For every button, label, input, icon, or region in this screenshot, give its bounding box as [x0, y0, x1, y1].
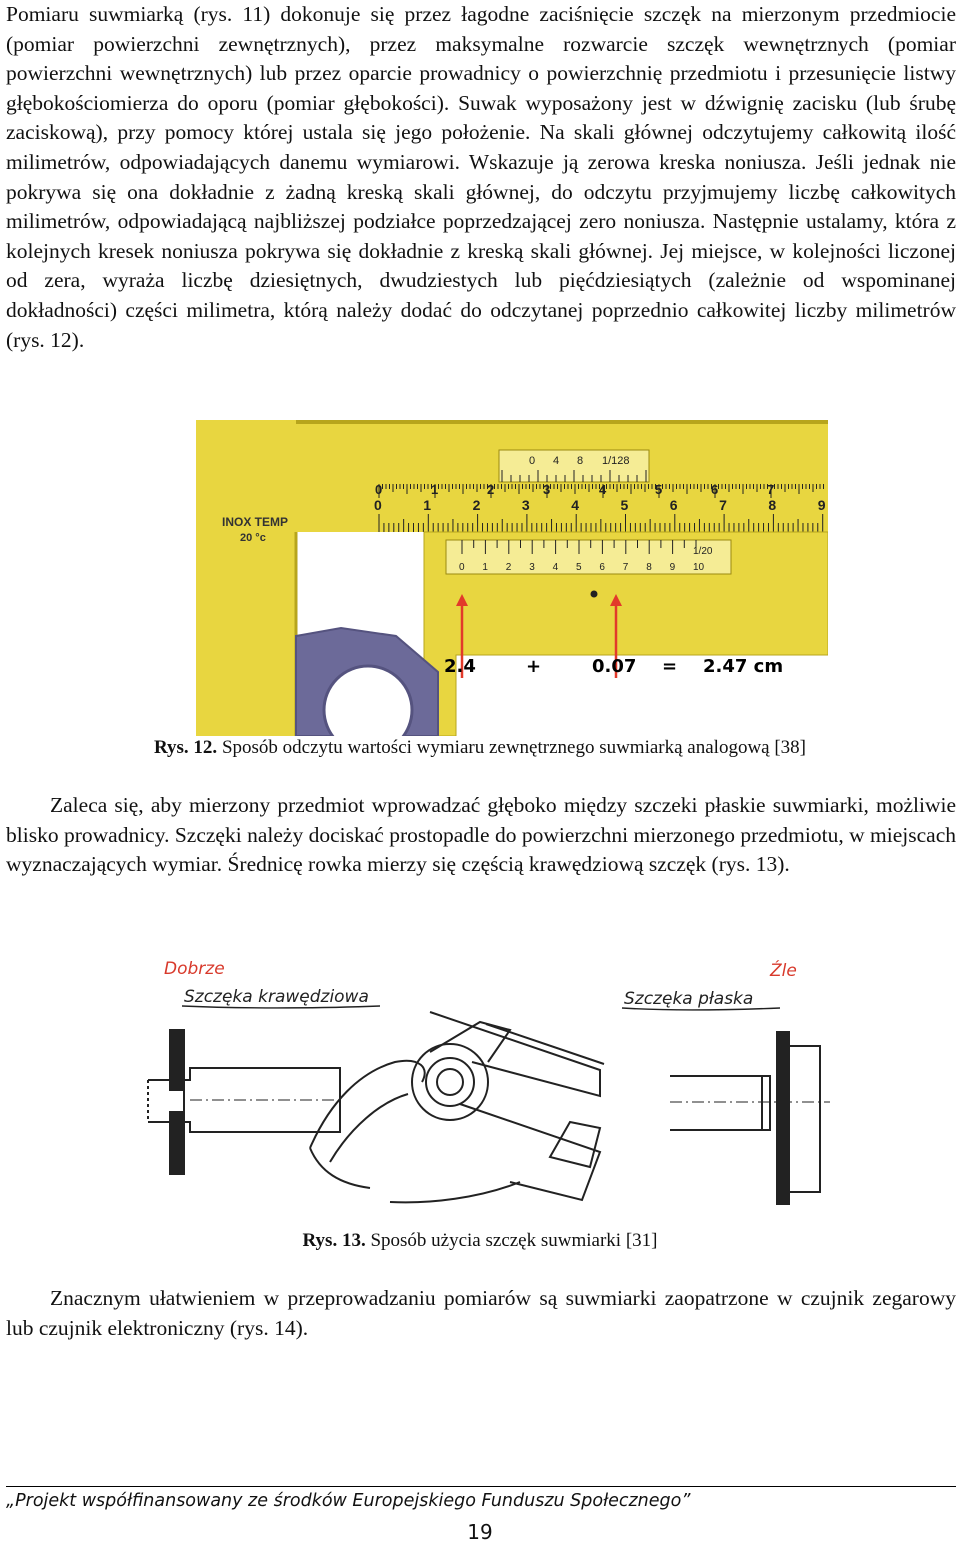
caption-13-label: Rys. 13. — [302, 1230, 366, 1251]
paragraph-measurement-method: Pomiaru suwmiarką (rys. 11) dokonuje się… — [6, 2, 956, 352]
paragraph-jaw-usage: Zaleca się, aby mierzony przedmiot wprow… — [6, 793, 956, 877]
footer-divider — [6, 1486, 956, 1487]
top-scale-label: 1 — [431, 482, 438, 497]
top-scale-label: 6 — [711, 482, 718, 497]
top-scale-label: 0 — [375, 482, 382, 497]
figure-jaw-usage: Dobrze Szczęka krawędziowa Źle Szczęka p… — [130, 952, 830, 1218]
main-scale-label: 5 — [621, 497, 629, 513]
inch-label-8: 8 — [577, 455, 583, 467]
page-number: 19 — [467, 1520, 493, 1544]
top-scale-label: 3 — [543, 482, 550, 497]
vernier-label: 6 — [599, 562, 605, 573]
vernier-label: 7 — [623, 562, 629, 573]
hex-nut — [295, 626, 439, 756]
formula-result: 2.47 cm — [703, 656, 783, 677]
main-scale-label: 1 — [423, 497, 431, 513]
bad-example-drawing — [670, 1031, 830, 1205]
vernier-label: 5 — [576, 562, 582, 573]
vernier-label: 0 — [459, 562, 465, 573]
caption-figure-12: Rys. 12. Sposób odczytu wartości wymiaru… — [0, 737, 960, 759]
top-scale-label: 5 — [655, 482, 662, 497]
vernier-window — [445, 539, 732, 575]
engraving-line-1: INOX TEMP — [222, 515, 288, 529]
caliper-fixed-jaw — [196, 420, 296, 736]
top-scale-label: 2 — [487, 482, 494, 497]
slider-screw-dot — [590, 590, 598, 598]
caption-12-text: Sposób odczytu wartości wymiaru zewnętrz… — [217, 737, 807, 758]
inch-label-1-128: 1/128 — [602, 455, 630, 467]
vernier-label: 2 — [506, 562, 512, 573]
formula-plus: + — [526, 656, 541, 677]
main-scale-label: 0 — [374, 497, 382, 513]
reading-arrows — [456, 594, 622, 678]
good-example-drawing — [147, 1029, 341, 1175]
label-good-sub: Szczęka krawędziowa — [184, 987, 369, 1007]
label-bad-sub: Szczęka płaska — [624, 989, 753, 1009]
top-scale-label: 7 — [767, 482, 774, 497]
vernier-label: 1 — [482, 562, 488, 573]
label-bad: Źle — [769, 959, 797, 981]
vernier-label: 9 — [670, 562, 676, 573]
main-scale-label: 2 — [473, 497, 481, 513]
main-scale-label: 8 — [768, 497, 776, 513]
formula-fraction-part: 0.07 — [592, 656, 636, 677]
main-scale-label: 9 — [818, 497, 826, 513]
hand-with-caliper-drawing — [309, 1011, 605, 1204]
label-good: Dobrze — [164, 959, 225, 979]
inch-label-4: 4 — [553, 455, 559, 467]
caption-figure-13: Rys. 13. Sposób użycia szczęk suwmiarki … — [0, 1230, 960, 1252]
engraving-line-2: 20 °c — [240, 532, 266, 544]
formula-equals: = — [662, 656, 677, 677]
caption-13-text: Sposób użycia szczęk suwmiarki [31] — [365, 1230, 658, 1251]
inch-label-0: 0 — [529, 455, 535, 467]
main-scale-label: 7 — [719, 497, 727, 513]
caption-12-label: Rys. 12. — [153, 737, 218, 758]
vernier-label: 10 — [693, 562, 705, 573]
vernier-note: 1/20 — [693, 546, 713, 557]
top-scale-label: 4 — [599, 482, 607, 497]
formula-integer-part: 2.4 — [444, 656, 476, 677]
vernier-label: 8 — [646, 562, 652, 573]
main-scale-label: 3 — [522, 497, 530, 513]
main-scale-label: 6 — [670, 497, 678, 513]
footer-project-note: „Projekt współfinansowany ze środków Eur… — [6, 1491, 691, 1511]
jaw-usage-illustration: Dobrze Szczęka krawędziowa Źle Szczęka p… — [130, 952, 830, 1218]
main-scale-label: 4 — [571, 497, 579, 513]
vernier-label: 3 — [529, 562, 535, 573]
vernier-label: 4 — [553, 562, 559, 573]
paragraph-dial-calipers: Znacznym ułatwieniem w przeprowadzaniu p… — [6, 1286, 956, 1340]
